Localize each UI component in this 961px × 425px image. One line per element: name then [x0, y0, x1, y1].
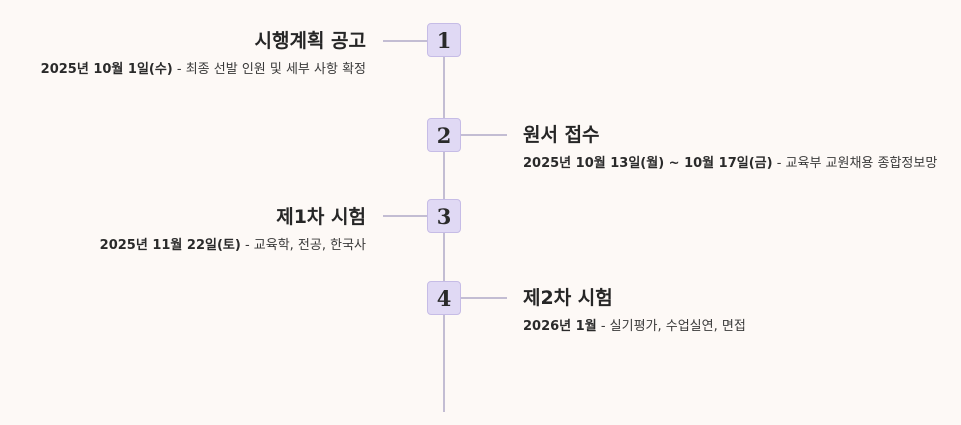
step-4-detail: 실기평가, 수업실연, 면접	[609, 319, 746, 334]
connector-step-4	[461, 297, 507, 299]
step-1-description: 2025년 10월 1일(수) - 최종 선발 인원 및 세부 사항 확정	[41, 61, 366, 79]
step-4-entry: 제2차 시험 2026년 1월 - 실기평가, 수업실연, 면접	[523, 286, 746, 336]
step-2-entry: 원서 접수 2025년 10월 13일(월) ~ 10월 17일(금) - 교육…	[523, 123, 937, 173]
step-1-separator: -	[172, 62, 186, 77]
step-1-number-badge: 1	[427, 23, 461, 57]
step-4-title: 제2차 시험	[523, 287, 613, 309]
step-3-date: 2025년 11월 22일(토)	[99, 238, 241, 253]
step-3-title: 제1차 시험	[276, 206, 366, 228]
connector-step-1	[383, 40, 427, 42]
step-2-number-badge: 2	[427, 118, 461, 152]
step-3-separator: -	[240, 238, 254, 253]
step-1-date: 2025년 10월 1일(수)	[40, 62, 173, 77]
step-1-detail: 최종 선발 인원 및 세부 사항 확정	[185, 62, 366, 77]
step-3-detail: 교육학, 전공, 한국사	[253, 238, 366, 253]
step-3-description: 2025년 11월 22일(토) - 교육학, 전공, 한국사	[100, 237, 366, 255]
step-4-separator: -	[596, 319, 610, 334]
step-4-date: 2026년 1월	[523, 319, 597, 334]
step-2-separator: -	[772, 156, 786, 171]
step-2-title: 원서 접수	[523, 124, 600, 146]
step-2-date: 2025년 10월 13일(월) ~ 10월 17일(금)	[523, 156, 773, 171]
connector-step-2	[461, 134, 507, 136]
step-2-description: 2025년 10월 13일(월) ~ 10월 17일(금) - 교육부 교원채용…	[523, 155, 937, 173]
step-3-number-badge: 3	[427, 199, 461, 233]
step-3-entry: 제1차 시험 2025년 11월 22일(토) - 교육학, 전공, 한국사	[100, 205, 366, 255]
step-2-detail: 교육부 교원채용 종합정보망	[785, 156, 938, 171]
connector-step-3	[383, 215, 427, 217]
step-4-number-badge: 4	[427, 281, 461, 315]
step-4-description: 2026년 1월 - 실기평가, 수업실연, 면접	[523, 318, 746, 336]
step-1-title: 시행계획 공고	[254, 30, 367, 52]
step-1-entry: 시행계획 공고 2025년 10월 1일(수) - 최종 선발 인원 및 세부 …	[41, 29, 366, 79]
